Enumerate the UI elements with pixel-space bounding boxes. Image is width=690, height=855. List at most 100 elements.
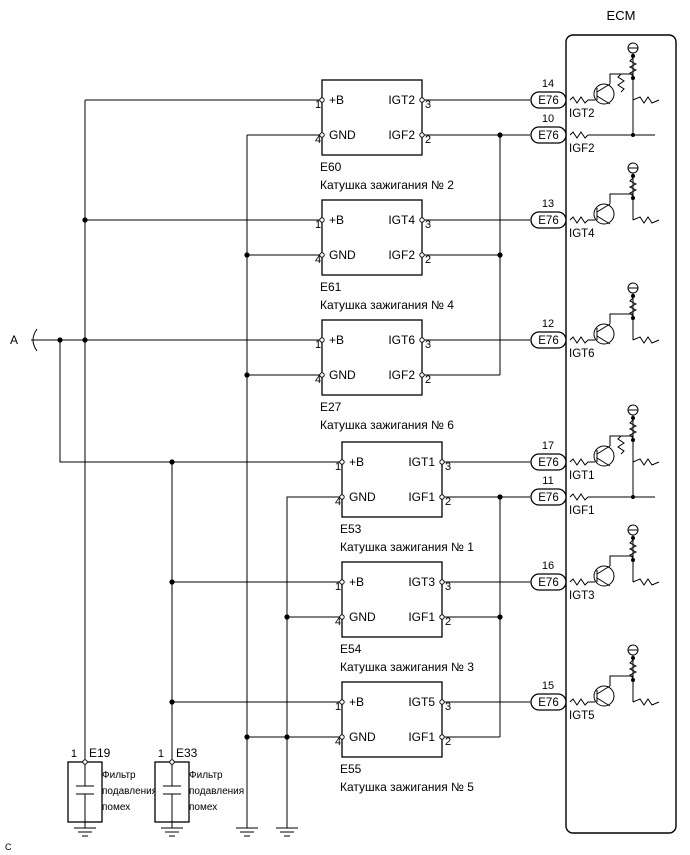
pin-gnd — [339, 614, 345, 620]
pin-number-igt: 3 — [425, 339, 431, 351]
label-plus-b: +B — [329, 93, 344, 107]
transistor-emitter — [596, 577, 611, 587]
connector-pin-number: 10 — [542, 113, 554, 125]
pin-number-igf: 2 — [445, 736, 451, 748]
ecm-transistor-stage — [593, 162, 660, 225]
label-gnd: GND — [329, 128, 356, 142]
connector-label: E76 — [538, 457, 558, 469]
pull-up-resistor — [628, 177, 638, 197]
pin-igf — [419, 132, 425, 138]
ecm-input-resistor — [569, 458, 589, 466]
ecm-transistor-stage — [593, 524, 660, 587]
connector-pill — [530, 693, 567, 711]
ecm-signal-label: IGT1 — [569, 470, 595, 482]
junction-dots — [57, 132, 503, 740]
wire-gnd-e53 — [286, 496, 342, 828]
junction-dot — [284, 614, 290, 620]
pin-igf — [419, 252, 425, 258]
ecm-signal-label: IGF1 — [569, 505, 595, 517]
junction-dot — [631, 438, 635, 442]
ecm-input-resistor — [569, 493, 589, 501]
transistor-emitter — [596, 335, 611, 345]
junction-dot — [497, 494, 503, 500]
collector-wire — [609, 555, 633, 566]
connector-pill — [530, 488, 567, 506]
ecm-label: ECM — [607, 8, 636, 23]
junction-dot — [497, 614, 503, 620]
pin-igt — [439, 699, 445, 705]
output-resistor — [632, 216, 660, 224]
ecm-input-resistor — [569, 336, 589, 344]
coil-box — [341, 441, 443, 518]
junction-dot — [631, 656, 635, 660]
pin-igt — [439, 579, 445, 585]
pin-number-gnd: 4 — [335, 496, 341, 508]
ecm-transistor-stage — [593, 644, 660, 707]
connector-pin-number: 14 — [542, 78, 554, 90]
input-label: A — [10, 333, 18, 347]
transistor-collector — [596, 323, 611, 333]
footer-letter: C — [5, 842, 12, 852]
pin-number-plus: 1 — [335, 701, 341, 713]
pin-igt — [419, 337, 425, 343]
pull-up-resistor — [628, 57, 638, 77]
label-igf: IGF2 — [388, 128, 415, 142]
connector-label: E76 — [538, 215, 558, 227]
junction-dot — [57, 337, 63, 343]
pin-number-igf: 2 — [425, 134, 431, 146]
transistor-collector — [596, 565, 611, 575]
pin-number-igt: 3 — [425, 219, 431, 231]
connector-label: E76 — [538, 492, 558, 504]
coil-name: Катушка зажигания № 3 — [340, 660, 474, 674]
pin-number-plus: 1 — [315, 99, 321, 111]
ecm-signal-label: IGT2 — [569, 108, 595, 120]
junction-dot — [244, 372, 250, 378]
connector-label: E76 — [538, 577, 558, 589]
junction-dot — [631, 76, 635, 80]
label-plus-b: +B — [329, 333, 344, 347]
filter-pin — [169, 759, 175, 765]
pin-plus — [339, 699, 345, 705]
connector-pin-number: 15 — [542, 680, 554, 692]
coil-name: Катушка зажигания № 2 — [320, 178, 454, 192]
label-igf: IGF1 — [408, 490, 435, 504]
label-gnd: GND — [349, 490, 376, 504]
connector-pill — [530, 453, 567, 471]
pin-number-igt: 3 — [445, 581, 451, 593]
junction-dot — [169, 699, 175, 705]
coil-name: Катушка зажигания № 5 — [340, 780, 474, 794]
connector-pill — [530, 331, 567, 349]
pin-plus — [339, 459, 345, 465]
filter-name-line: помех — [102, 802, 130, 813]
ecm-input-resistor — [569, 698, 589, 706]
transistor-collector — [596, 445, 611, 455]
pin-number-igf: 2 — [445, 496, 451, 508]
label-igt: IGT5 — [408, 695, 435, 709]
ecm-signal-label: IGF2 — [569, 143, 595, 155]
junction-dot — [169, 459, 175, 465]
transistor-circle — [593, 323, 615, 345]
transistor-circle — [593, 565, 615, 587]
pin-gnd — [319, 132, 325, 138]
transistor-emitter — [596, 215, 611, 225]
pin-plus — [339, 579, 345, 585]
transistor-collector — [596, 203, 611, 213]
ecm-transistor-stage — [593, 282, 660, 345]
pin-plus — [319, 337, 325, 343]
coil-box — [321, 319, 423, 396]
transistor-emitter — [596, 697, 611, 707]
coil-box — [341, 681, 443, 758]
filter-pin — [82, 759, 88, 765]
pin-igf — [439, 734, 445, 740]
ecm-connectors-layer: E7614IGT2E7610IGF2E7613IGT4E7612IGT6E761… — [530, 78, 655, 722]
transistor-emitter — [596, 95, 611, 105]
